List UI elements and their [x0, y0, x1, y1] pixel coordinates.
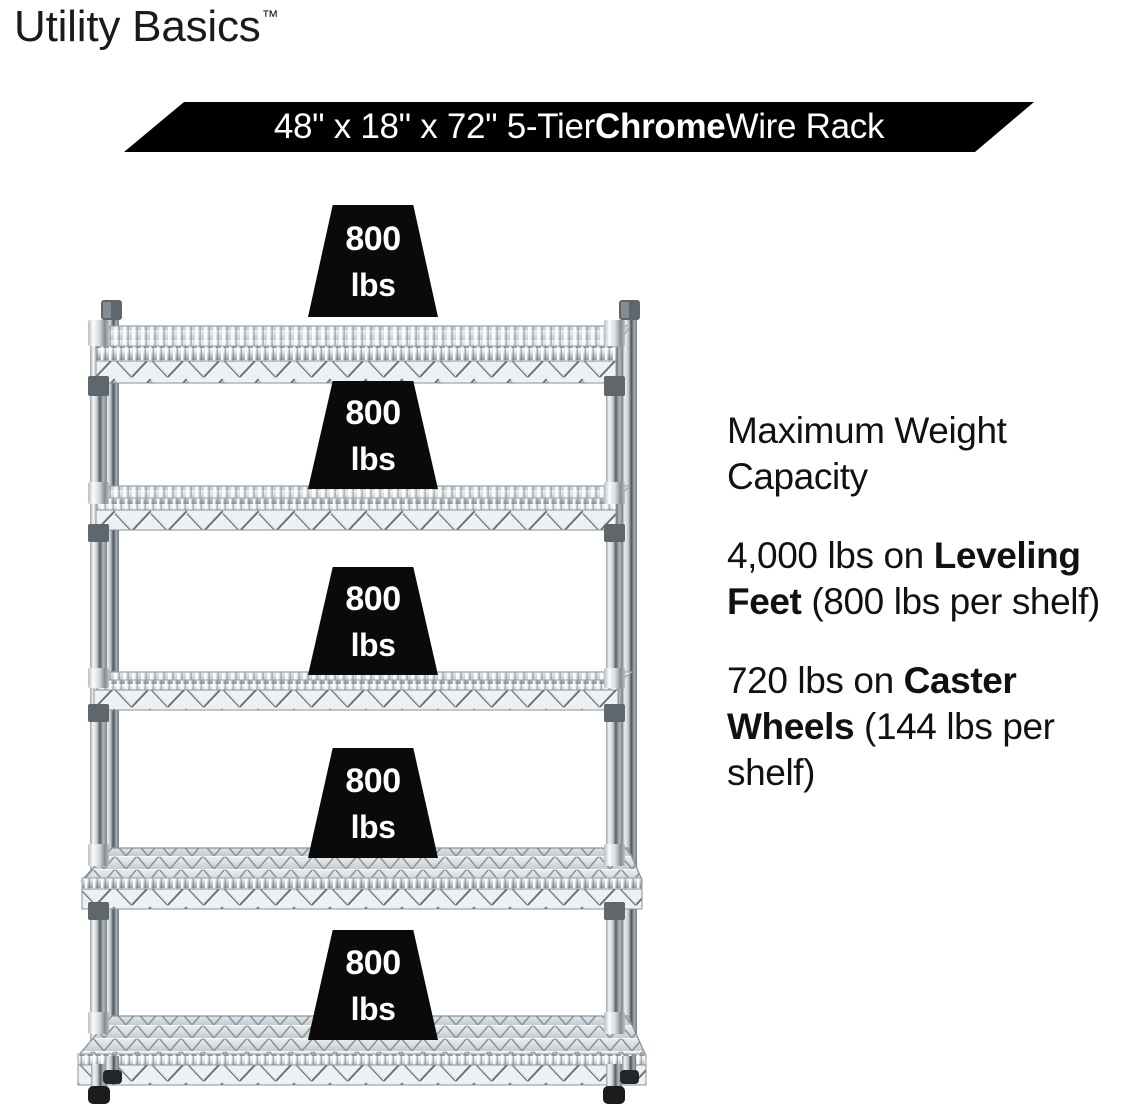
spacer [727, 625, 1107, 658]
title-banner-text: 48" x 18" x 72" 5-Tier Chrome Wire Rack [124, 102, 1034, 152]
specs-heading: Maximum Weight Capacity [727, 410, 1007, 497]
weight-unit: lbs [350, 990, 396, 1027]
weight-callout-tier-4: 800 lbs [308, 748, 438, 858]
shelf-tier-3 [88, 668, 634, 722]
weight-value: 800 [345, 943, 401, 982]
title-banner: 48" x 18" x 72" 5-Tier Chrome Wire Rack [124, 102, 1034, 152]
title-emphasis: Chrome [595, 107, 726, 146]
leveling-feet [88, 1056, 639, 1104]
weight-value: 800 [345, 761, 401, 800]
title-suffix: Wire Rack [725, 107, 885, 146]
caster-emphasis: Caster Wheels [727, 660, 1017, 747]
weight-value: 800 [345, 579, 401, 618]
leveling-total: 4,000 lbs on [727, 535, 934, 576]
weight-value: 800 [345, 219, 401, 258]
weight-callout-tier-1: 800 lbs [308, 205, 438, 317]
brand-name: Utility Basics [14, 2, 261, 51]
shelf-tier-4 [80, 844, 643, 920]
leveling-detail: (800 lbs per shelf) [801, 581, 1100, 622]
wire-rack-illustration [60, 180, 700, 1106]
weight-callout-tier-2: 800 lbs [308, 381, 438, 489]
leveling-feet-capacity: 4,000 lbs on Leveling Feet (800 lbs per … [727, 533, 1107, 625]
weight-callout-tier-3: 800 lbs [308, 567, 438, 675]
caster-wheels-capacity: 720 lbs on Caster Wheels (144 lbs per sh… [727, 658, 1107, 796]
weight-unit: lbs [350, 808, 396, 845]
caster-detail: (144 lbs per shelf) [727, 706, 1055, 793]
shelf-tier-1 [88, 320, 632, 396]
weight-unit: lbs [350, 266, 396, 303]
title-prefix: 48" x 18" x 72" 5-Tier [273, 107, 596, 146]
trademark-symbol: ™ [261, 7, 279, 26]
weight-unit: lbs [350, 440, 396, 477]
weight-value: 800 [345, 393, 401, 432]
weight-unit: lbs [350, 626, 396, 663]
specs-panel: Maximum Weight Capacity 4,000 lbs on Lev… [727, 408, 1107, 796]
caster-total: 720 lbs on [727, 660, 904, 701]
leveling-emphasis: Leveling Feet [727, 535, 1081, 622]
brand-logo: Utility Basics™ [14, 2, 279, 52]
shelf-tier-2 [88, 482, 632, 542]
spacer [727, 500, 1107, 533]
weight-callout-tier-5: 800 lbs [308, 930, 438, 1040]
